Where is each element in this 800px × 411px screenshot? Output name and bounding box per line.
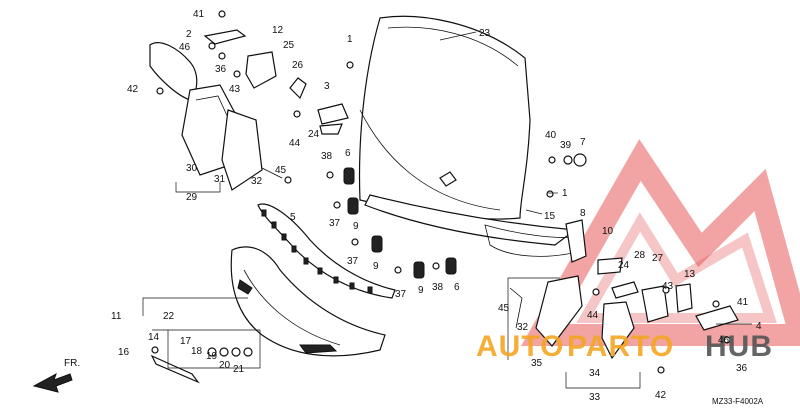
callout-9c: 9 [418,285,424,296]
direction-label: FR. [64,358,80,369]
callout-labels: 41 2 46 36 43 42 12 25 26 3 24 44 1 23 3… [111,9,762,403]
callout-4: 4 [756,321,762,332]
leader-lines [142,31,752,389]
diagram-reference-code: MZ33-F4002A [712,397,764,406]
callout-30: 30 [186,163,198,174]
left-mirror-assembly [149,10,349,191]
callout-6: 6 [345,148,351,159]
callout-43b: 43 [662,281,674,292]
callout-39: 39 [560,140,572,151]
callout-23: 23 [479,28,491,39]
callout-1: 1 [347,34,353,45]
callout-24: 24 [308,129,320,140]
callout-32b: 32 [517,322,529,333]
lower-cowl-part [230,246,386,357]
callout-2: 2 [186,29,192,40]
rubber-strip-part [257,203,396,299]
callout-13: 13 [684,269,696,280]
watermark-text-parto: PARTO [567,330,674,363]
callout-37c: 37 [395,289,407,300]
callout-20: 20 [219,360,231,371]
callout-46: 46 [179,42,191,53]
callout-33: 33 [589,392,601,403]
callout-14: 14 [148,332,160,343]
callout-3: 3 [324,81,330,92]
callout-41: 41 [193,9,205,20]
right-bracket-assembly [509,153,739,374]
callout-11: 11 [111,311,122,322]
callout-42: 42 [127,84,139,95]
callout-43: 43 [229,84,241,95]
watermark-triangle-icon [521,139,800,346]
callout-46b: 46 [718,335,730,346]
callout-18: 18 [191,346,203,357]
callout-36b: 36 [736,363,748,374]
watermark-text-auto: AUTO [476,330,564,363]
callout-38b: 38 [432,282,444,293]
callout-44b: 44 [587,310,599,321]
callout-25: 25 [283,40,295,51]
grommets-group [326,61,554,279]
callout-41b: 41 [737,297,749,308]
callout-27: 27 [652,253,664,264]
front-direction-arrow: FR. [32,358,80,393]
callout-9b: 9 [373,261,379,272]
callout-29: 29 [186,192,198,203]
callout-37: 37 [329,218,341,229]
watermark-text-hub: HUB [705,330,773,363]
callout-8: 8 [580,208,586,219]
callout-6b: 6 [454,282,460,293]
callout-44: 44 [289,138,301,149]
watermark-triangle-inner-icon [576,212,777,323]
callout-9: 9 [353,221,359,232]
callout-40: 40 [545,130,557,141]
arrow-icon [32,372,73,393]
callout-19: 19 [206,351,218,362]
strip-clips [261,209,373,294]
small-parts-group [150,346,253,384]
callout-24b: 24 [618,260,630,271]
callout-15: 15 [544,211,556,222]
callout-16: 16 [118,347,130,358]
callout-35: 35 [531,358,543,369]
callout-17: 17 [180,336,192,347]
callout-26: 26 [292,60,304,71]
watermark-logo [521,139,800,346]
callout-38: 38 [321,151,333,162]
callout-34: 34 [589,368,601,379]
callout-10: 10 [602,226,614,237]
callout-42b: 42 [655,390,667,401]
callout-37b: 37 [347,256,359,267]
callout-28: 28 [634,250,646,261]
callout-36: 36 [215,64,227,75]
callout-12: 12 [272,25,284,36]
callout-45: 45 [275,165,287,176]
callout-21: 21 [233,364,245,375]
callout-45b: 45 [498,303,510,314]
callout-5: 5 [290,212,296,223]
callout-31: 31 [214,174,226,185]
callout-7: 7 [580,137,586,148]
watermark-text: AUTO PARTO HUB [476,330,773,363]
callout-32: 32 [251,176,263,187]
callout-22: 22 [163,311,175,322]
callout-1b: 1 [562,188,568,199]
